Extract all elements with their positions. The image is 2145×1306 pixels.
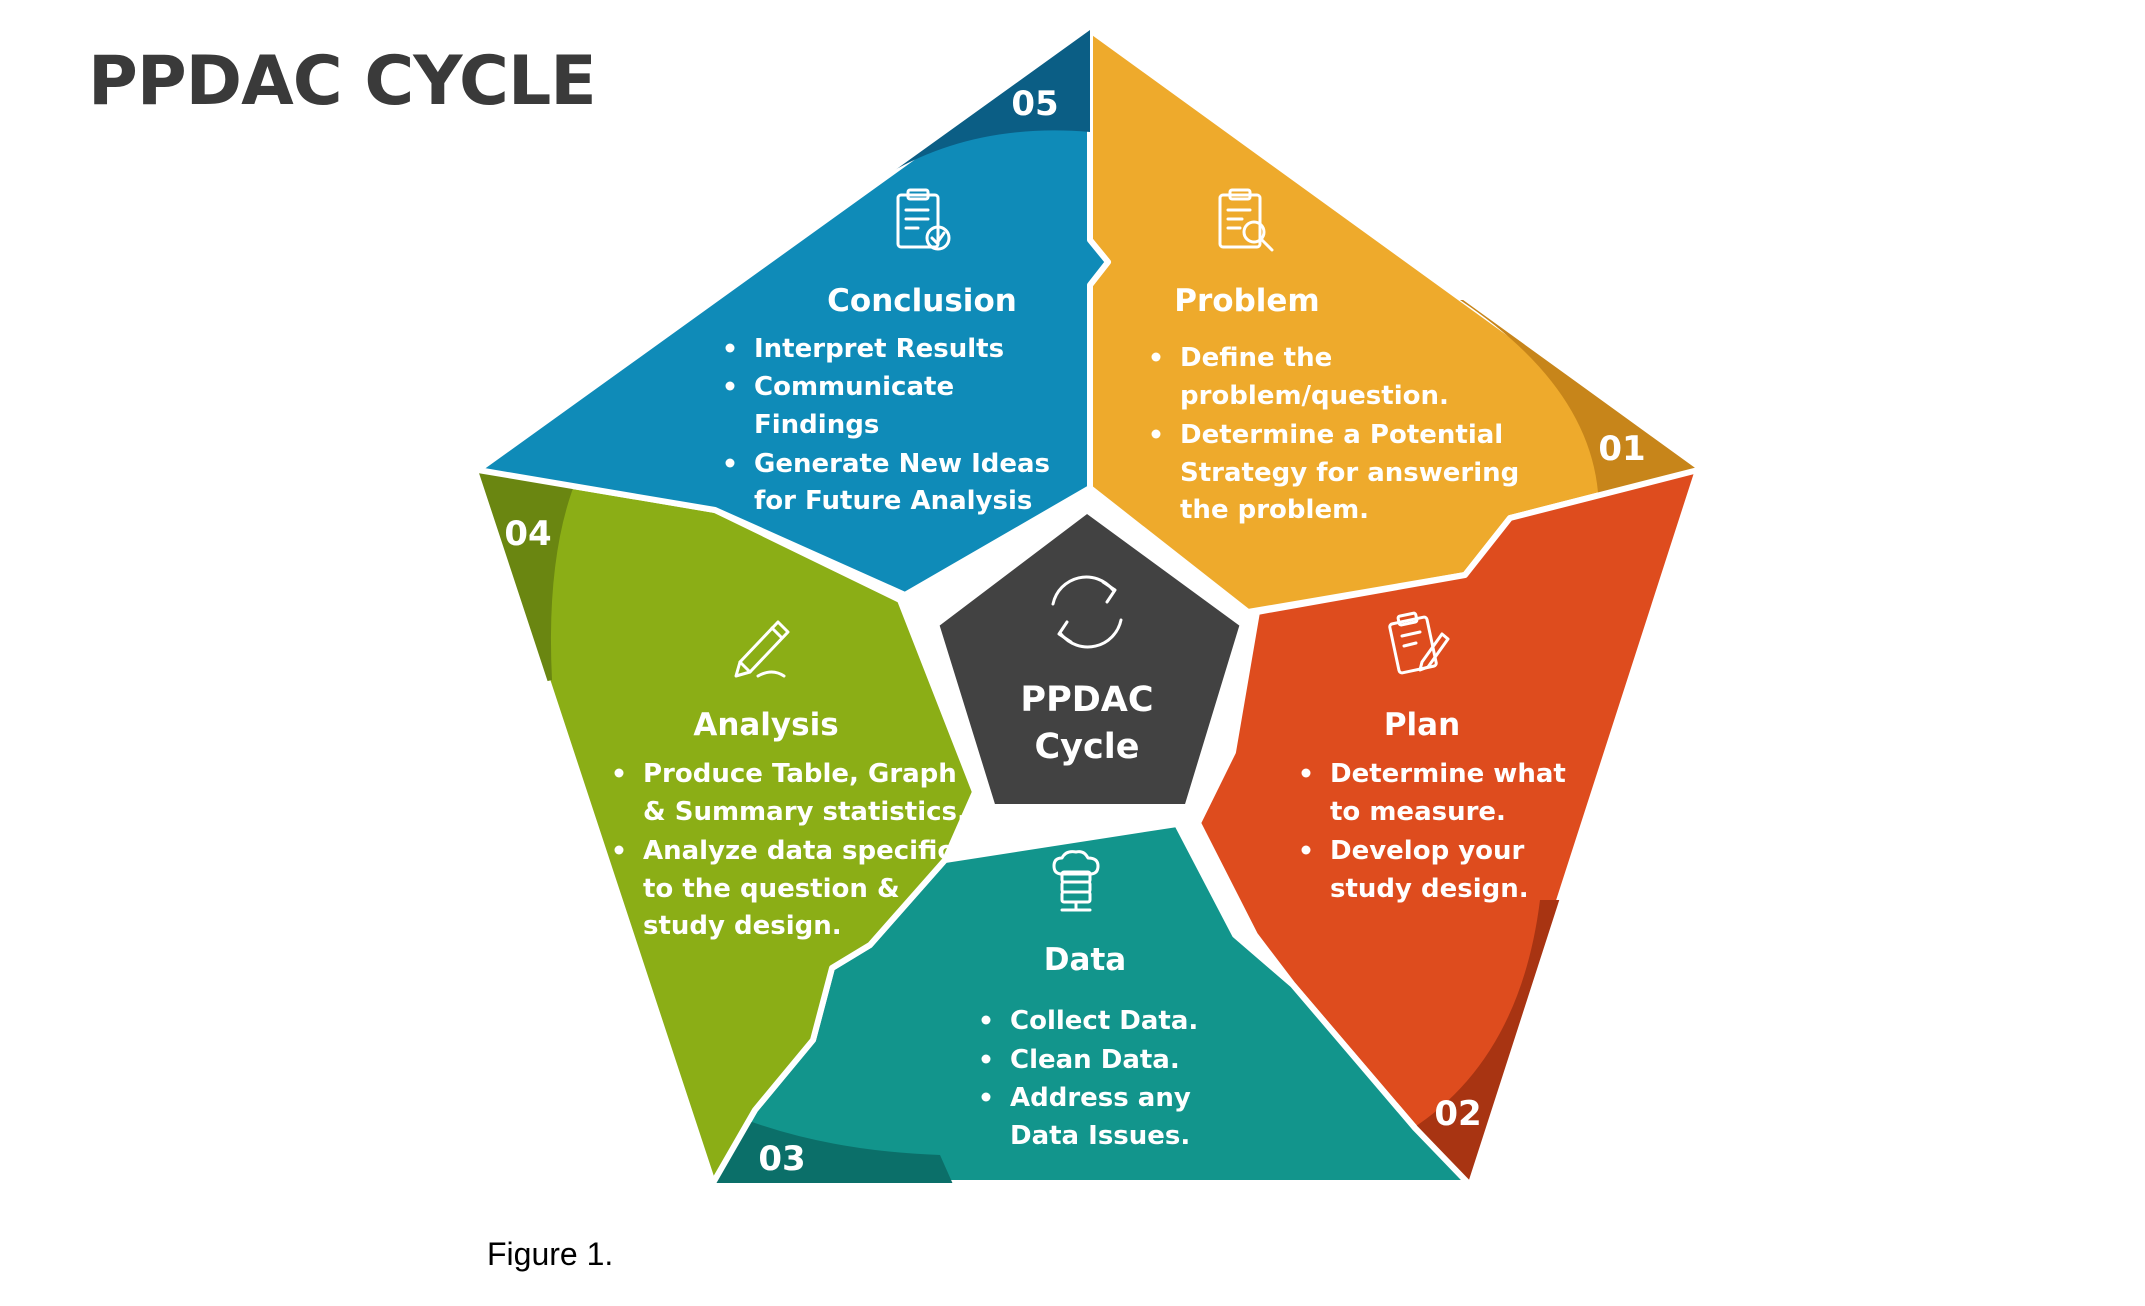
bullet-text: Generate New Ideas xyxy=(754,449,1050,479)
bullet-text: study design. xyxy=(643,911,842,941)
bullet-text: Define the xyxy=(1180,343,1332,373)
clipboard-search-icon xyxy=(1218,188,1274,252)
center-title-line2: Cycle xyxy=(1035,727,1140,767)
segment-data-number: 03 xyxy=(758,1139,805,1179)
bullet-dot xyxy=(981,1015,991,1025)
segment-conclusion-number: 05 xyxy=(1011,84,1058,124)
bullet-dot xyxy=(725,381,735,391)
bullet-text: the problem. xyxy=(1180,495,1369,525)
bullet-dot xyxy=(1151,429,1161,439)
segment-data-corner-shade xyxy=(713,1100,960,1183)
bullet-dot xyxy=(725,343,735,353)
bullet-dot xyxy=(981,1092,991,1102)
bullet-text: Determine a Potential xyxy=(1180,420,1503,450)
page-title: PPDAC CYCLE xyxy=(88,42,597,121)
bullet-dot xyxy=(614,845,624,855)
figure-caption: Figure 1. xyxy=(487,1236,614,1272)
bullet-dot xyxy=(1301,768,1311,778)
svg-text:Produce Table, Graph &: Produce Table, Graph & Summary statistic… xyxy=(643,759,967,827)
bullet-text: Analyze data specific xyxy=(643,836,953,866)
segment-data-bullets: Collect Data. Clean Data. Address any Da… xyxy=(981,1006,1200,1151)
svg-text:Collect Data.: Collect Data. xyxy=(1010,1006,1198,1036)
bullet-dot xyxy=(614,768,624,778)
bullet-text: for Future Analysis xyxy=(754,486,1032,516)
bullet-dot xyxy=(981,1054,991,1064)
svg-text:Communicate Findings: Communicate Findings xyxy=(754,372,963,440)
segment-plan-bullets: Determine what to measure. Develop your … xyxy=(1301,759,1575,904)
segment-data-title: Data xyxy=(1044,942,1126,978)
bullet-text: Produce Table, Graph xyxy=(643,759,957,789)
svg-text:Clean Data.: Clean Data. xyxy=(1010,1045,1180,1075)
segment-problem-title: Problem xyxy=(1174,283,1319,319)
bullet-dot xyxy=(1301,845,1311,855)
bullet-text: & Summary statistics. xyxy=(643,797,967,827)
bullet-text: Findings xyxy=(754,410,879,440)
bullet-text: to the question & xyxy=(643,874,900,904)
clipboard-check-icon xyxy=(896,188,951,251)
svg-text:Develop your study des: Develop your study design. xyxy=(1330,836,1533,904)
bullet-text: Determine what xyxy=(1330,759,1566,789)
segment-plan-title: Plan xyxy=(1384,707,1460,743)
segment-analysis-bullets: Produce Table, Graph & Summary statistic… xyxy=(614,759,967,941)
bullet-text: Develop your xyxy=(1330,836,1525,866)
svg-text:Interpret Results: Interpret Results xyxy=(754,334,1004,364)
bullet-text: Strategy for answering xyxy=(1180,458,1519,488)
segment-plan-number: 02 xyxy=(1434,1094,1481,1134)
bullet-dot xyxy=(725,458,735,468)
segment-analysis-title: Analysis xyxy=(693,707,838,743)
cloud-database-icon xyxy=(1052,850,1100,912)
segment-conclusion-title: Conclusion xyxy=(827,283,1017,319)
svg-text:Define the problem/que: Define the problem/question. xyxy=(1180,343,1449,411)
bullet-text: to measure. xyxy=(1330,797,1506,827)
bullet-dot xyxy=(1151,352,1161,362)
segment-analysis-number: 04 xyxy=(504,514,551,554)
bullet-text: Communicate xyxy=(754,372,954,402)
center-pentagon xyxy=(931,505,1248,812)
center-title-line1: PPDAC xyxy=(1020,680,1153,720)
center-hub: PPDAC Cycle xyxy=(931,505,1248,812)
segment-analysis: 04 Analysis Produce Table, Graph & Summa… xyxy=(475,467,978,1186)
pencil-icon xyxy=(734,620,790,678)
bullet-text: Address any xyxy=(1010,1083,1191,1113)
svg-text:Determine what to meas: Determine what to measure. xyxy=(1330,759,1575,827)
segment-problem-number: 01 xyxy=(1598,429,1645,469)
svg-text:Analyze data specific: Analyze data specific to the question & … xyxy=(643,836,962,941)
clipboard-pencil-icon xyxy=(1388,611,1450,675)
segment-problem-bullets: Define the problem/question. Determine a… xyxy=(1151,343,1528,525)
svg-text:Address any Data Issue: Address any Data Issues. xyxy=(1010,1083,1200,1151)
bullet-text: Interpret Results xyxy=(754,334,1004,364)
segment-conclusion-bullets: Interpret Results Communicate Findings G… xyxy=(725,334,1059,516)
bullet-text: Collect Data. xyxy=(1010,1006,1198,1036)
segment-data: 03 Data Collect Data. Clean Data. Addres… xyxy=(710,821,1471,1186)
bullet-text: study design. xyxy=(1330,874,1529,904)
svg-text:Determine a Potential: Determine a Potential Strategy for answe… xyxy=(1180,420,1528,525)
bullet-text: Clean Data. xyxy=(1010,1045,1180,1075)
bullet-text: problem/question. xyxy=(1180,381,1449,411)
refresh-cycle-icon xyxy=(1051,575,1123,649)
bullet-text: Data Issues. xyxy=(1010,1121,1190,1151)
svg-text:Generate New Ideas for: Generate New Ideas for Future Analysis xyxy=(754,449,1059,516)
